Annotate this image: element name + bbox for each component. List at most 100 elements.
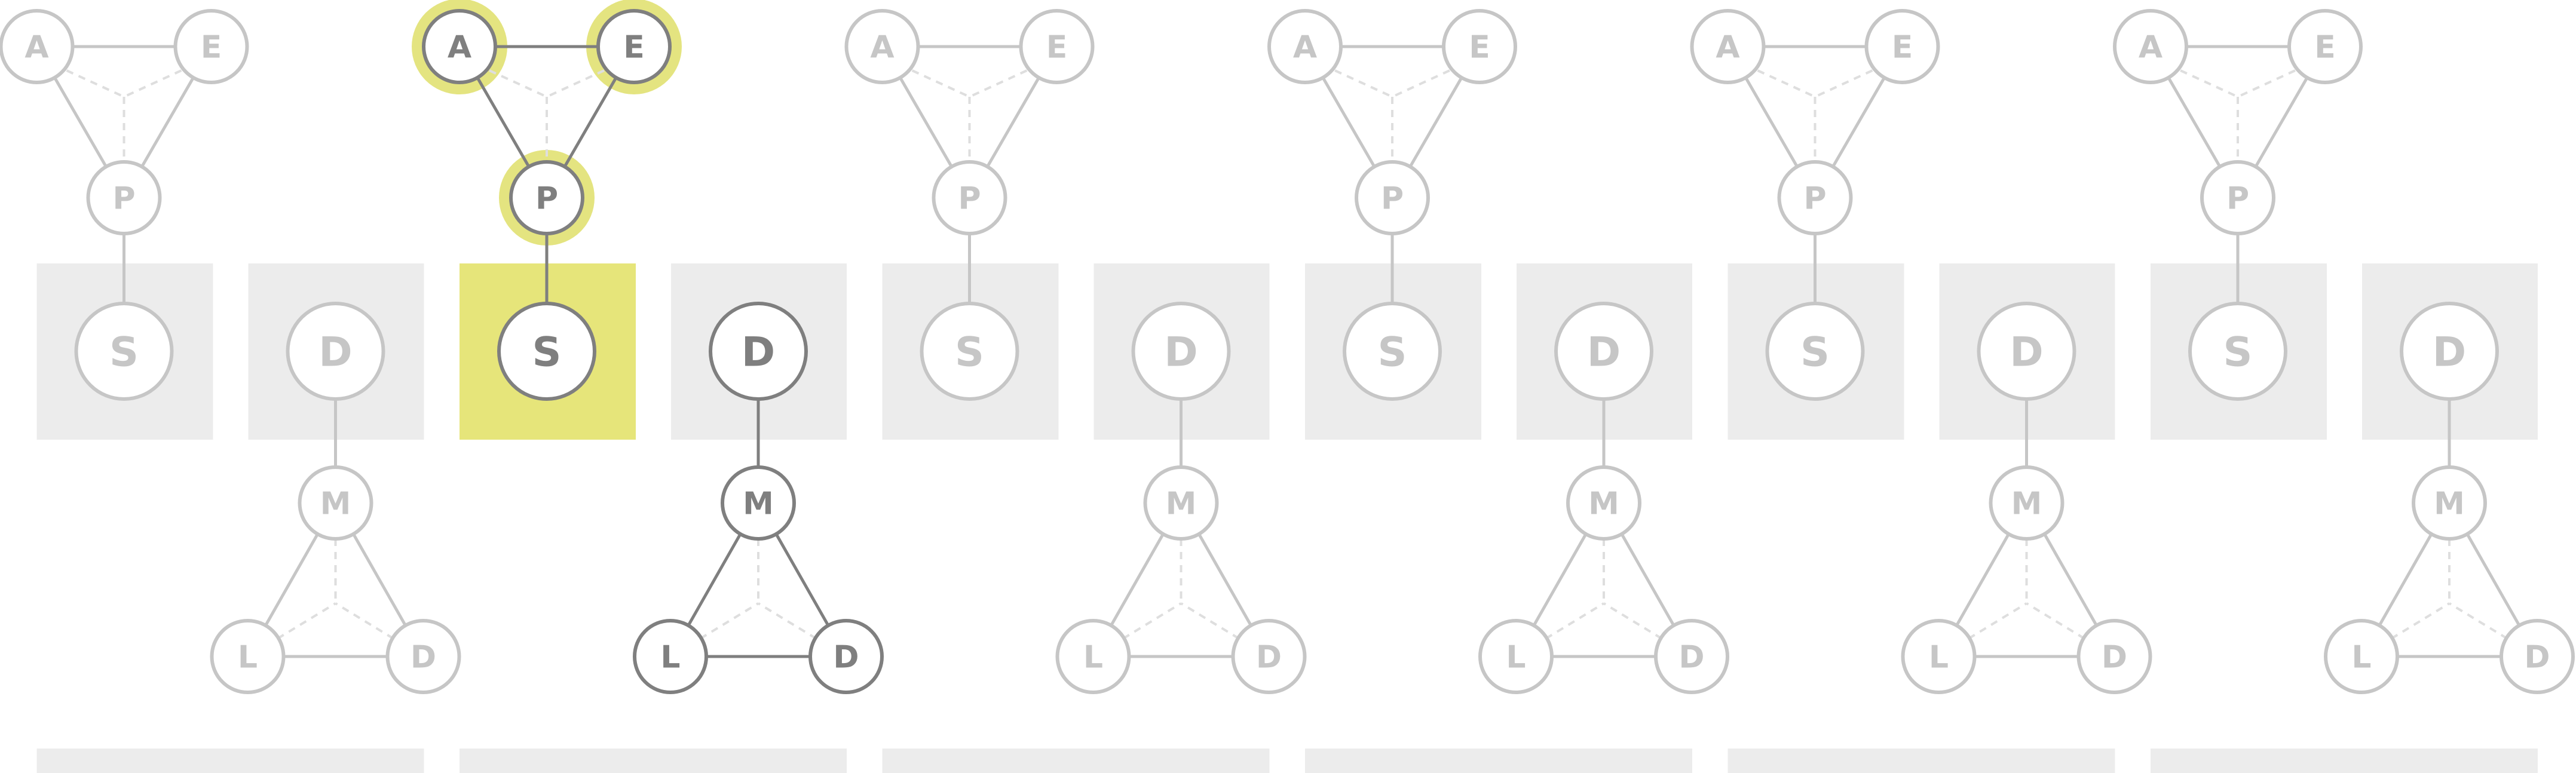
dashed-link xyxy=(2026,602,2085,640)
node-m-label: M xyxy=(743,486,774,522)
node-d-small: D xyxy=(385,619,461,694)
node-l-label: L xyxy=(1929,640,1949,676)
bottom-bar xyxy=(460,749,847,773)
node-m-circle xyxy=(1566,465,1641,541)
edge-m-d xyxy=(774,533,830,627)
edge-m-l xyxy=(687,533,742,627)
node-p: P xyxy=(2200,160,2275,235)
edge-m-d xyxy=(1620,533,1676,627)
node-m-label: M xyxy=(2011,486,2042,522)
edge-e-p xyxy=(140,76,195,168)
node-d: D xyxy=(286,302,385,401)
node-d-label: D xyxy=(2010,329,2043,376)
node-m-circle xyxy=(1143,465,1219,541)
node-s: S xyxy=(920,302,1019,401)
node-m: M xyxy=(1143,465,1219,541)
edge-m-l xyxy=(1955,533,2010,627)
node-p-label: P xyxy=(958,181,981,217)
edge-e-p xyxy=(986,76,1040,168)
dashed-link xyxy=(911,69,970,98)
edge-m-d xyxy=(2465,533,2521,627)
node-d-label: D xyxy=(742,329,775,376)
node-l: L xyxy=(633,619,708,694)
dashed-link xyxy=(2237,69,2296,98)
node-m: M xyxy=(298,465,373,541)
node-d-small-label: D xyxy=(2102,640,2127,676)
node-l-circle xyxy=(2324,619,2399,694)
node-d: D xyxy=(1977,302,2076,401)
bottom-bar xyxy=(1727,749,2115,773)
node-e-circle xyxy=(2287,9,2363,84)
node-p-circle xyxy=(2200,160,2275,235)
node-a-circle xyxy=(844,9,920,84)
node-e-label: E xyxy=(1892,30,1913,66)
node-e-circle xyxy=(1019,9,1095,84)
node-s: S xyxy=(497,302,596,401)
node-m-circle xyxy=(2412,465,2487,541)
node-d: D xyxy=(709,302,808,401)
dashed-link xyxy=(277,602,336,640)
bottom-bar xyxy=(882,749,1270,773)
dashed-link xyxy=(2180,69,2238,98)
node-m-circle xyxy=(298,465,373,541)
node-e-label: E xyxy=(2314,30,2336,66)
bottom-bar xyxy=(1305,749,1692,773)
node-l-circle xyxy=(210,619,286,694)
node-s: S xyxy=(2188,302,2287,401)
dashed-link xyxy=(969,69,1028,98)
node-e: E xyxy=(1019,9,1095,84)
node-m: M xyxy=(721,465,796,541)
node-a: A xyxy=(844,9,920,84)
edge-m-l xyxy=(2378,533,2433,627)
node-l-label: L xyxy=(2351,640,2371,676)
edge-a-p xyxy=(1321,76,1376,168)
node-s: S xyxy=(74,302,174,401)
node-a-circle xyxy=(1690,9,1766,84)
node-p-circle xyxy=(1355,160,1430,235)
dashed-link xyxy=(123,69,182,98)
node-p: P xyxy=(932,160,1007,235)
node-s: S xyxy=(1343,302,1442,401)
node-l-circle xyxy=(1055,619,1131,694)
node-e-circle xyxy=(173,9,249,84)
dashed-link xyxy=(1122,602,1182,640)
node-d-small-circle xyxy=(385,619,461,694)
node-e: E xyxy=(1442,9,1517,84)
node-a-label: A xyxy=(870,30,894,66)
dashed-link xyxy=(1334,69,1393,98)
node-d: D xyxy=(1131,302,1231,401)
node-l: L xyxy=(2324,619,2399,694)
dashed-link xyxy=(66,69,125,98)
edge-a-p xyxy=(899,76,953,168)
node-l-circle xyxy=(1478,619,1554,694)
node-l-label: L xyxy=(238,640,258,676)
dashed-link xyxy=(1545,602,1605,640)
node-s-label: S xyxy=(109,329,139,376)
node-d: D xyxy=(2400,302,2499,401)
node-d-small-label: D xyxy=(411,640,436,676)
node-m: M xyxy=(1566,465,1641,541)
node-p-label: P xyxy=(1803,181,1826,217)
node-d-small-circle xyxy=(1654,619,1729,694)
node-s-label: S xyxy=(2223,329,2253,376)
node-a: A xyxy=(1267,9,1343,84)
node-d-label: D xyxy=(2433,329,2466,376)
dashed-link xyxy=(1392,69,1450,98)
node-p-circle xyxy=(509,160,584,235)
node-l-label: L xyxy=(660,640,680,676)
node-m: M xyxy=(2412,465,2487,541)
node-e-circle xyxy=(596,9,672,84)
dashed-link xyxy=(489,69,547,98)
dashed-link xyxy=(546,69,605,98)
node-s-label: S xyxy=(1800,329,1830,376)
node-d-small-circle xyxy=(2076,619,2152,694)
node-d: D xyxy=(1554,302,1653,401)
node-m-label: M xyxy=(320,486,351,522)
node-d-small: D xyxy=(2076,619,2152,694)
node-a-circle xyxy=(2113,9,2188,84)
node-d-small-circle xyxy=(808,619,884,694)
node-p-circle xyxy=(86,160,162,235)
dashed-link xyxy=(1603,602,1663,640)
node-m: M xyxy=(1989,465,2065,541)
